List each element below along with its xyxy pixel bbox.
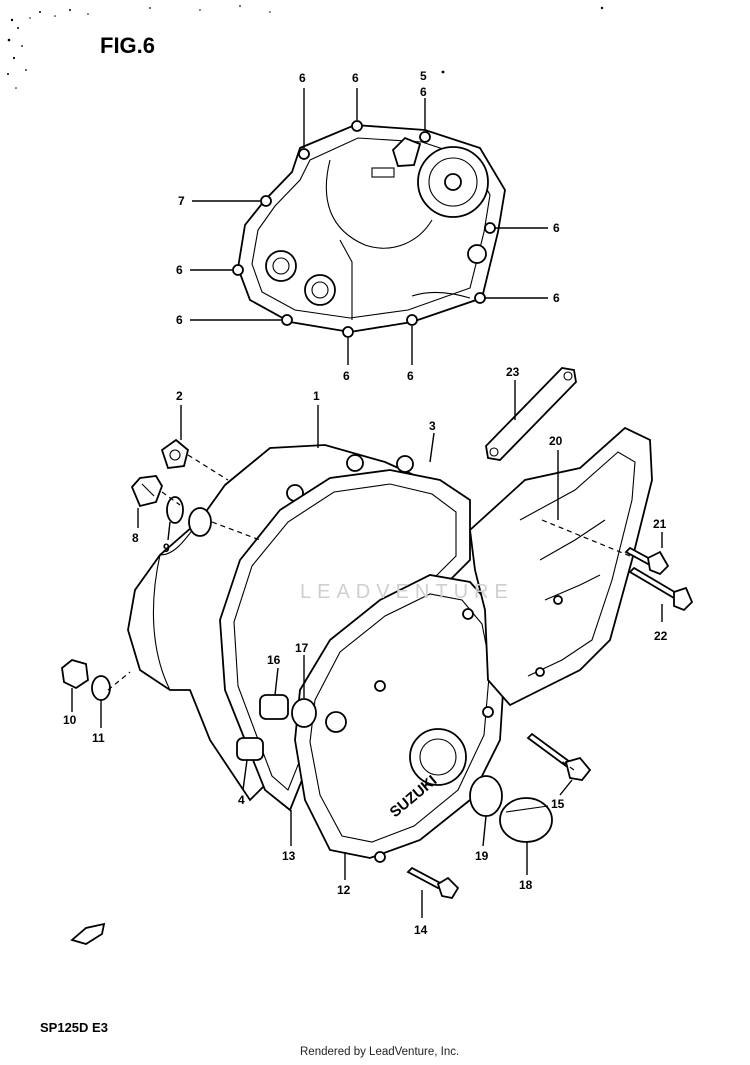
callout-3: 3	[429, 419, 436, 433]
scan-noise	[7, 5, 604, 89]
callout-6-right-lower: 6	[553, 291, 560, 305]
callout-6-left-middle: 6	[176, 263, 183, 277]
callout-7: 7	[178, 194, 185, 208]
guide-plate	[485, 367, 577, 461]
watermark-text: LEADVENTURE	[300, 581, 514, 603]
callout-6-bottom-right: 6	[407, 369, 414, 383]
callout-1: 1	[313, 389, 320, 403]
callout-6-top-right: 6	[420, 85, 427, 99]
callout-4: 4	[238, 793, 245, 807]
callout-10: 10	[63, 713, 77, 727]
callout-20: 20	[549, 434, 563, 448]
callout-9: 9	[163, 541, 170, 555]
callout-14: 14	[414, 923, 428, 937]
callout-6-top-center: 6	[352, 71, 359, 85]
small-parts	[61, 438, 694, 945]
callout-labels: 6 6 5 6 7 6 6 6 6 6 6 6 23 2 1 3 20 8 9 …	[63, 69, 668, 937]
callout-22: 22	[654, 629, 668, 643]
assembly-lines	[107, 454, 631, 771]
callout-18: 18	[519, 878, 533, 892]
callout-6-bottom-center: 6	[343, 369, 350, 383]
sprocket-cover	[469, 426, 653, 707]
upper-leader-lines	[190, 88, 548, 365]
callout-12: 12	[337, 883, 351, 897]
clutch-cover-gasket	[232, 120, 506, 338]
callout-19: 19	[475, 849, 489, 863]
lower-leader-lines	[71, 380, 663, 918]
callout-2: 2	[176, 389, 183, 403]
figure-title: FIG.6	[100, 33, 156, 58]
callout-21: 21	[653, 517, 667, 531]
callout-16: 16	[267, 653, 281, 667]
model-code-label: SP125D E3	[40, 1020, 108, 1035]
render-credit: Rendered by LeadVenture, Inc.	[300, 1046, 460, 1058]
callout-6-left-lower: 6	[176, 313, 183, 327]
callout-15: 15	[551, 797, 565, 811]
callout-11: 11	[92, 731, 105, 745]
callout-6-right-upper: 6	[553, 221, 560, 235]
callout-13: 13	[282, 849, 296, 863]
callout-5: 5	[420, 69, 427, 83]
callout-23: 23	[506, 365, 520, 379]
callout-17: 17	[295, 641, 309, 655]
callout-6-top-left: 6	[299, 71, 306, 85]
crankcase-left-cover: SUZUKI	[127, 444, 506, 863]
callout-8: 8	[132, 531, 139, 545]
